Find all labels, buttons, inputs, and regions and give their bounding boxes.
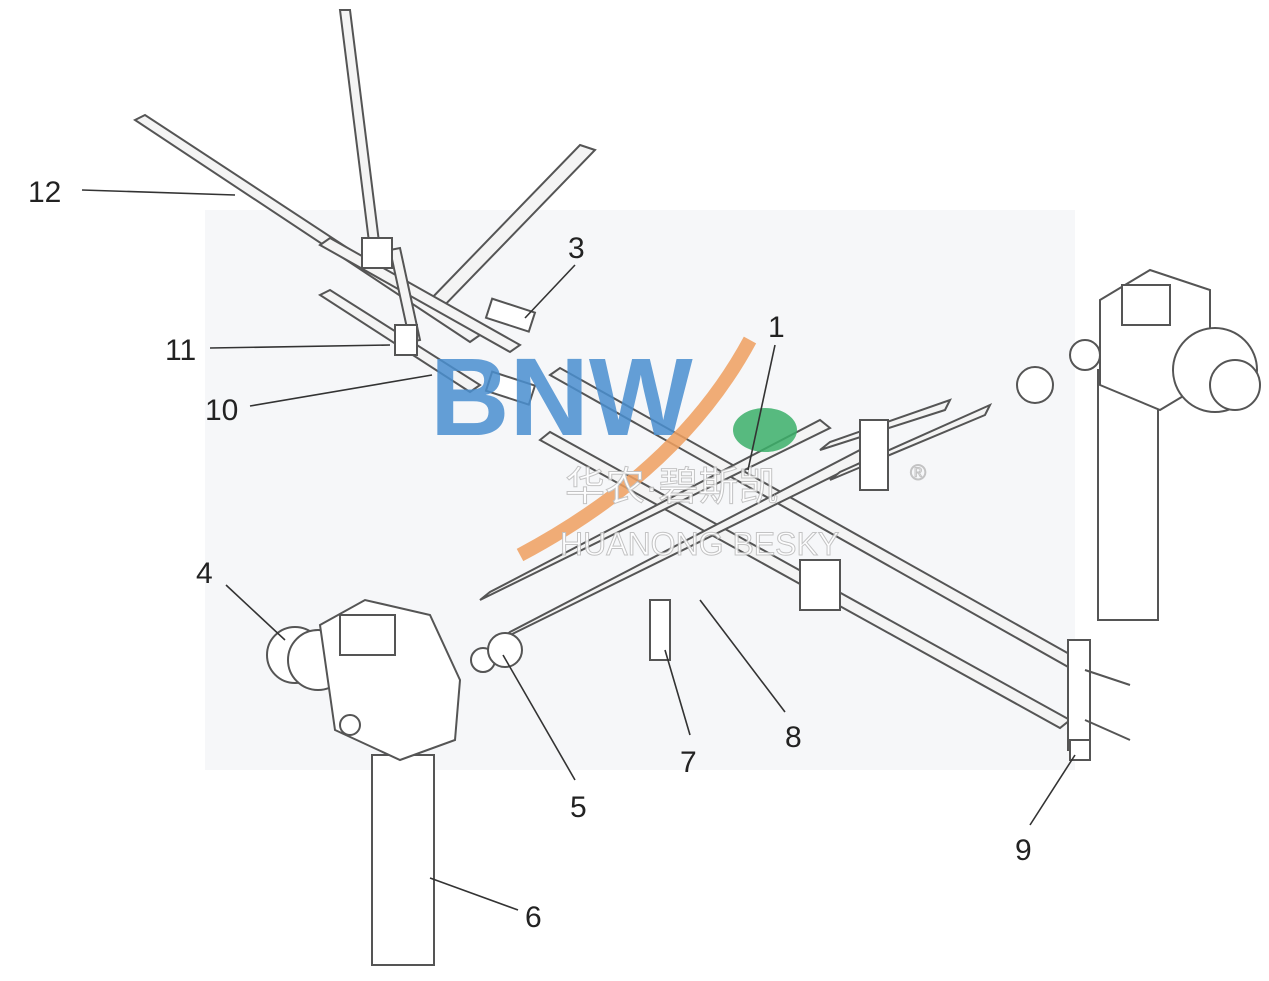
label-3: 3 — [568, 232, 585, 265]
label-5: 5 — [570, 791, 587, 824]
top-frame-rods — [133, 9, 597, 394]
label-8: 8 — [785, 721, 802, 754]
label-10: 10 — [205, 394, 238, 427]
coupling-part-3 — [484, 297, 537, 406]
watermark-chinese: 华农·碧斯凯 — [565, 465, 778, 509]
label-6: 6 — [525, 901, 542, 934]
gear-motor-left-part-4 — [266, 598, 462, 966]
label-7: 7 — [680, 746, 697, 779]
coupling-part-5 — [470, 632, 523, 673]
watermark-logo-text: BNW — [430, 336, 693, 459]
watermark-english: HUANONG BESKY — [560, 526, 839, 562]
label-11: 11 — [165, 334, 196, 367]
label-1: 1 — [768, 311, 785, 344]
label-12: 12 — [28, 176, 61, 209]
gear-motor-right — [1016, 268, 1261, 621]
watermark-logo: BNW 华农·碧斯凯 HUANONG BESKY ® — [430, 336, 927, 563]
label-9: 9 — [1015, 834, 1032, 867]
leader-lines — [81, 189, 1076, 911]
watermark-registered: ® — [910, 460, 926, 485]
label-4: 4 — [196, 557, 213, 590]
